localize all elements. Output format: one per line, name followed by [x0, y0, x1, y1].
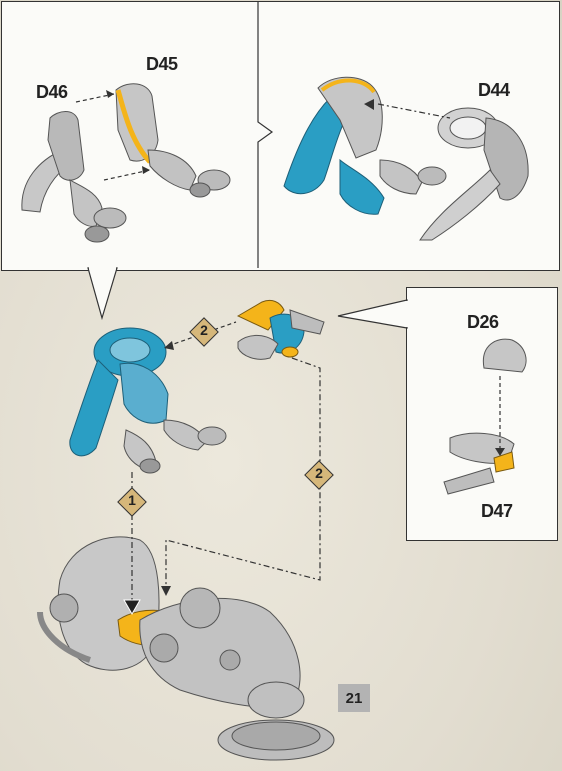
label-d26: D26 — [467, 312, 499, 333]
part-d26 — [483, 339, 526, 372]
label-d44: D44 — [478, 80, 510, 101]
part-d47 — [444, 433, 514, 494]
page-number: 21 — [338, 684, 370, 712]
hover-bike — [40, 537, 334, 760]
label-d45: D45 — [146, 54, 178, 75]
right-callout-pointer — [338, 300, 407, 328]
step-1-number: 1 — [124, 492, 140, 508]
step-2-number-top: 2 — [196, 322, 212, 338]
label-d46: D46 — [36, 82, 68, 103]
label-d47: D47 — [481, 501, 513, 522]
main-torso-assembly — [70, 328, 226, 473]
step-2-number-right: 2 — [311, 465, 327, 481]
top-panel-divider — [258, 2, 272, 268]
part-d45 — [116, 84, 230, 197]
top-callout-pointer — [88, 268, 117, 318]
part-d46 — [22, 112, 126, 243]
assembled-torso-blue — [284, 77, 446, 214]
arm-assembly — [238, 300, 324, 359]
